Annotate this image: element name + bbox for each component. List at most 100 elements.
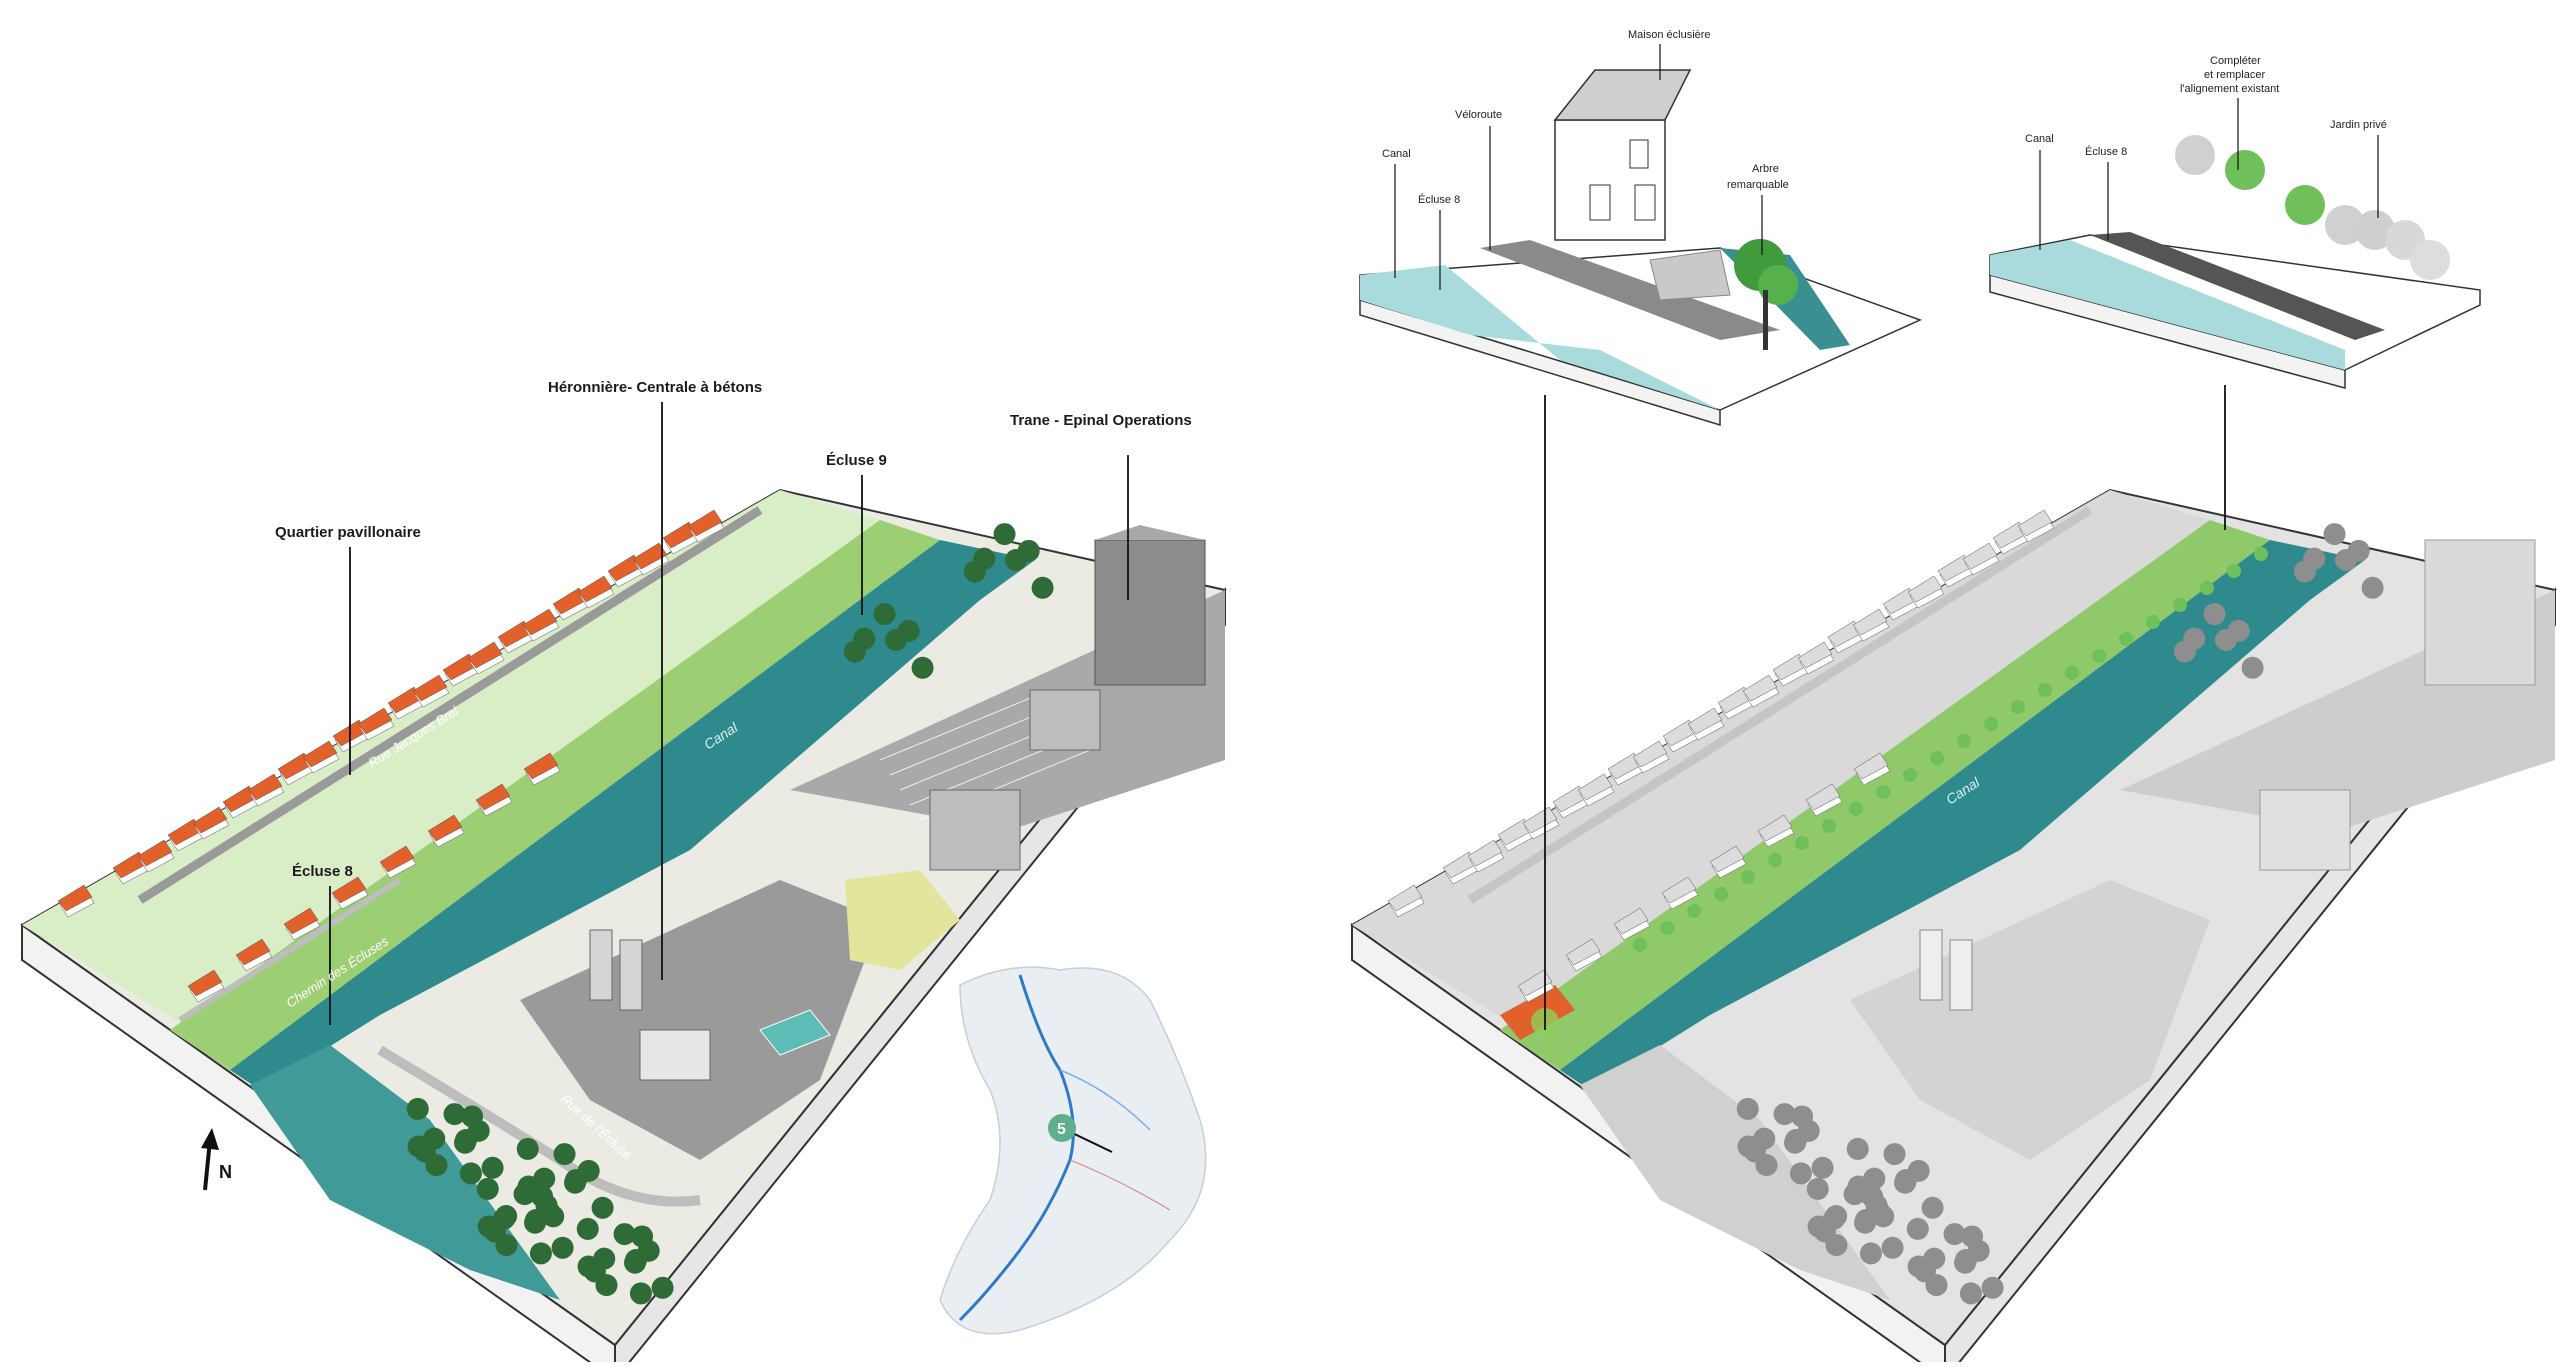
house xyxy=(57,884,95,918)
right-house-group xyxy=(1387,509,2055,1003)
section-1-side xyxy=(1359,298,1721,427)
house xyxy=(1577,773,1615,807)
house xyxy=(552,587,590,621)
section-tree xyxy=(2410,240,2450,280)
house xyxy=(1632,740,1670,774)
label-ecluse9: Écluse 9 xyxy=(826,452,887,469)
tree xyxy=(577,1255,600,1278)
alignment-tree xyxy=(2065,666,2079,680)
tree xyxy=(459,1162,482,1185)
label-arbre-1: Arbre xyxy=(1752,163,1779,175)
alignment-tree xyxy=(2038,683,2052,697)
map-marker-label: 5 xyxy=(1057,1121,1066,1138)
label-ecluse8-section2: Écluse 8 xyxy=(2085,145,2127,158)
tree xyxy=(2361,576,2384,599)
house xyxy=(1797,641,1835,675)
tree xyxy=(517,1175,540,1198)
residential-zone xyxy=(22,490,880,1060)
canal-water xyxy=(230,540,1035,1090)
alignment-tree xyxy=(2173,598,2187,612)
house xyxy=(1852,608,1890,642)
section-tree xyxy=(2225,150,2265,190)
right-silo-2 xyxy=(1949,939,1973,1011)
tree xyxy=(1906,1217,1929,1240)
alignment-tree xyxy=(1741,870,1755,884)
tree xyxy=(911,656,934,679)
house xyxy=(632,542,670,576)
tree xyxy=(873,603,896,626)
alignment-tree xyxy=(1822,819,1836,833)
right-canal-water xyxy=(1560,540,2365,1090)
tree xyxy=(1943,1223,1966,1246)
tree xyxy=(1825,1204,1848,1227)
tree xyxy=(1737,1135,1760,1158)
tree xyxy=(1894,1171,1917,1194)
house xyxy=(283,907,321,941)
tree xyxy=(631,1225,654,1248)
tree xyxy=(524,1211,547,1234)
tree xyxy=(2241,656,2264,679)
tree xyxy=(613,1223,636,1246)
tree xyxy=(516,1137,539,1160)
tree xyxy=(495,1234,518,1257)
tree xyxy=(454,1131,477,1154)
maison-roof xyxy=(1553,69,1692,121)
label-canal-section1: Canal xyxy=(1382,148,1411,160)
maison-window-2 xyxy=(1634,184,1656,221)
tree xyxy=(1773,1103,1796,1126)
tree xyxy=(1907,1255,1930,1278)
alignment-tree xyxy=(2092,649,2106,663)
tree xyxy=(535,1194,558,1217)
alignment-tree xyxy=(1633,938,1647,952)
right-lock-basin xyxy=(1580,1045,1890,1300)
house xyxy=(1853,752,1891,786)
tree xyxy=(993,523,1016,546)
label-completer-2: et remplacer xyxy=(2204,69,2265,81)
alignment-tree xyxy=(1795,836,1809,850)
tree xyxy=(1865,1194,1888,1217)
left-block-diagram: Héronnière- Centrale à bétons Trane - Ep… xyxy=(20,379,1227,1367)
house xyxy=(1962,542,2000,576)
house xyxy=(302,740,340,774)
alignment-tree xyxy=(1876,785,1890,799)
tree xyxy=(1791,1105,1814,1128)
house xyxy=(1805,783,1843,817)
tree xyxy=(1961,1225,1984,1248)
tree xyxy=(461,1105,484,1128)
tree xyxy=(1846,1137,1869,1160)
tree xyxy=(2183,627,2206,650)
house xyxy=(687,509,725,543)
house xyxy=(1709,845,1747,879)
tree xyxy=(553,1143,576,1166)
tree xyxy=(425,1154,448,1177)
house xyxy=(235,938,273,972)
house-group xyxy=(57,509,725,1003)
pool xyxy=(759,1009,831,1056)
alignment-tree xyxy=(2146,615,2160,629)
label-completer-3: l'alignement existant xyxy=(2180,83,2279,95)
section-1-canal xyxy=(1360,265,1720,410)
alignment-tree xyxy=(2227,564,2241,578)
house xyxy=(1687,707,1725,741)
north-arrow-icon xyxy=(201,1128,219,1191)
tree xyxy=(1811,1156,1834,1179)
label-quartier: Quartier pavillonaire xyxy=(275,524,421,541)
tree xyxy=(1959,1282,1982,1305)
alignment-tree xyxy=(1930,751,1944,765)
tree xyxy=(495,1204,518,1227)
tree xyxy=(629,1282,652,1305)
label-ecluse8-section1: Écluse 8 xyxy=(1418,193,1460,206)
canal-bank-strip xyxy=(170,520,940,1070)
tree xyxy=(1806,1177,1829,1200)
trane-building-roof xyxy=(1095,525,1205,540)
tree xyxy=(576,1217,599,1240)
tree xyxy=(1881,1236,1904,1259)
alignment-tree xyxy=(2200,581,2214,595)
house xyxy=(1882,587,1920,621)
tree xyxy=(477,1215,500,1238)
alignment-tree xyxy=(1687,904,1701,918)
alignment-tree xyxy=(1903,768,1917,782)
tree xyxy=(1883,1143,1906,1166)
tree xyxy=(1854,1211,1877,1234)
